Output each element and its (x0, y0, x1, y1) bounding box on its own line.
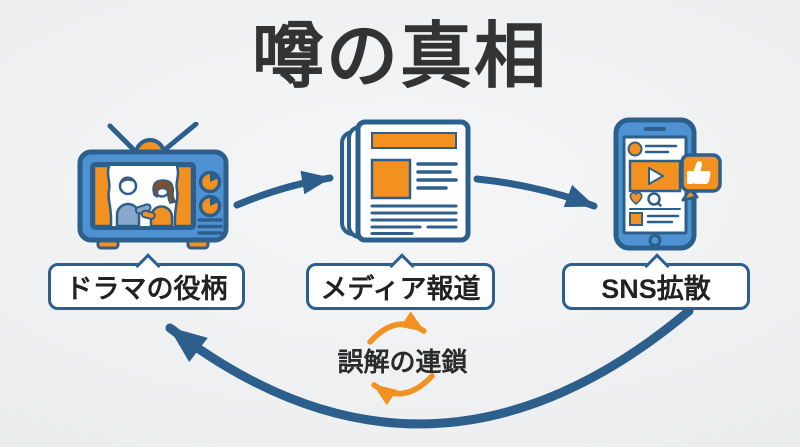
node-label-drama: ドラマの役柄 (48, 253, 245, 310)
cycle-label: 誤解の連鎖 (337, 347, 468, 377)
node-label-media: メディア報道 (306, 253, 495, 310)
flow-arrow-tv-to-news (233, 170, 334, 209)
thumbs-up-icon (687, 171, 694, 184)
cycle-arrow-bottom (371, 373, 435, 406)
cycle-arrow-top (367, 311, 427, 345)
node-label-sns-text: SNS拡散 (601, 274, 711, 304)
flow-arrow-news-to-sns (473, 175, 598, 210)
node-label-sns: SNS拡散 (562, 253, 750, 310)
page-title: 噂の真相 (251, 17, 548, 97)
tv-icon (77, 122, 229, 250)
feedback-arc-arrow (165, 306, 694, 429)
smartphone-icon (613, 117, 722, 251)
node-label-media-text: メディア報道 (320, 274, 481, 304)
node-label-drama-text: ドラマの役柄 (65, 274, 228, 304)
newspaper-icon (340, 119, 471, 243)
like-bubble-tail (681, 187, 699, 202)
